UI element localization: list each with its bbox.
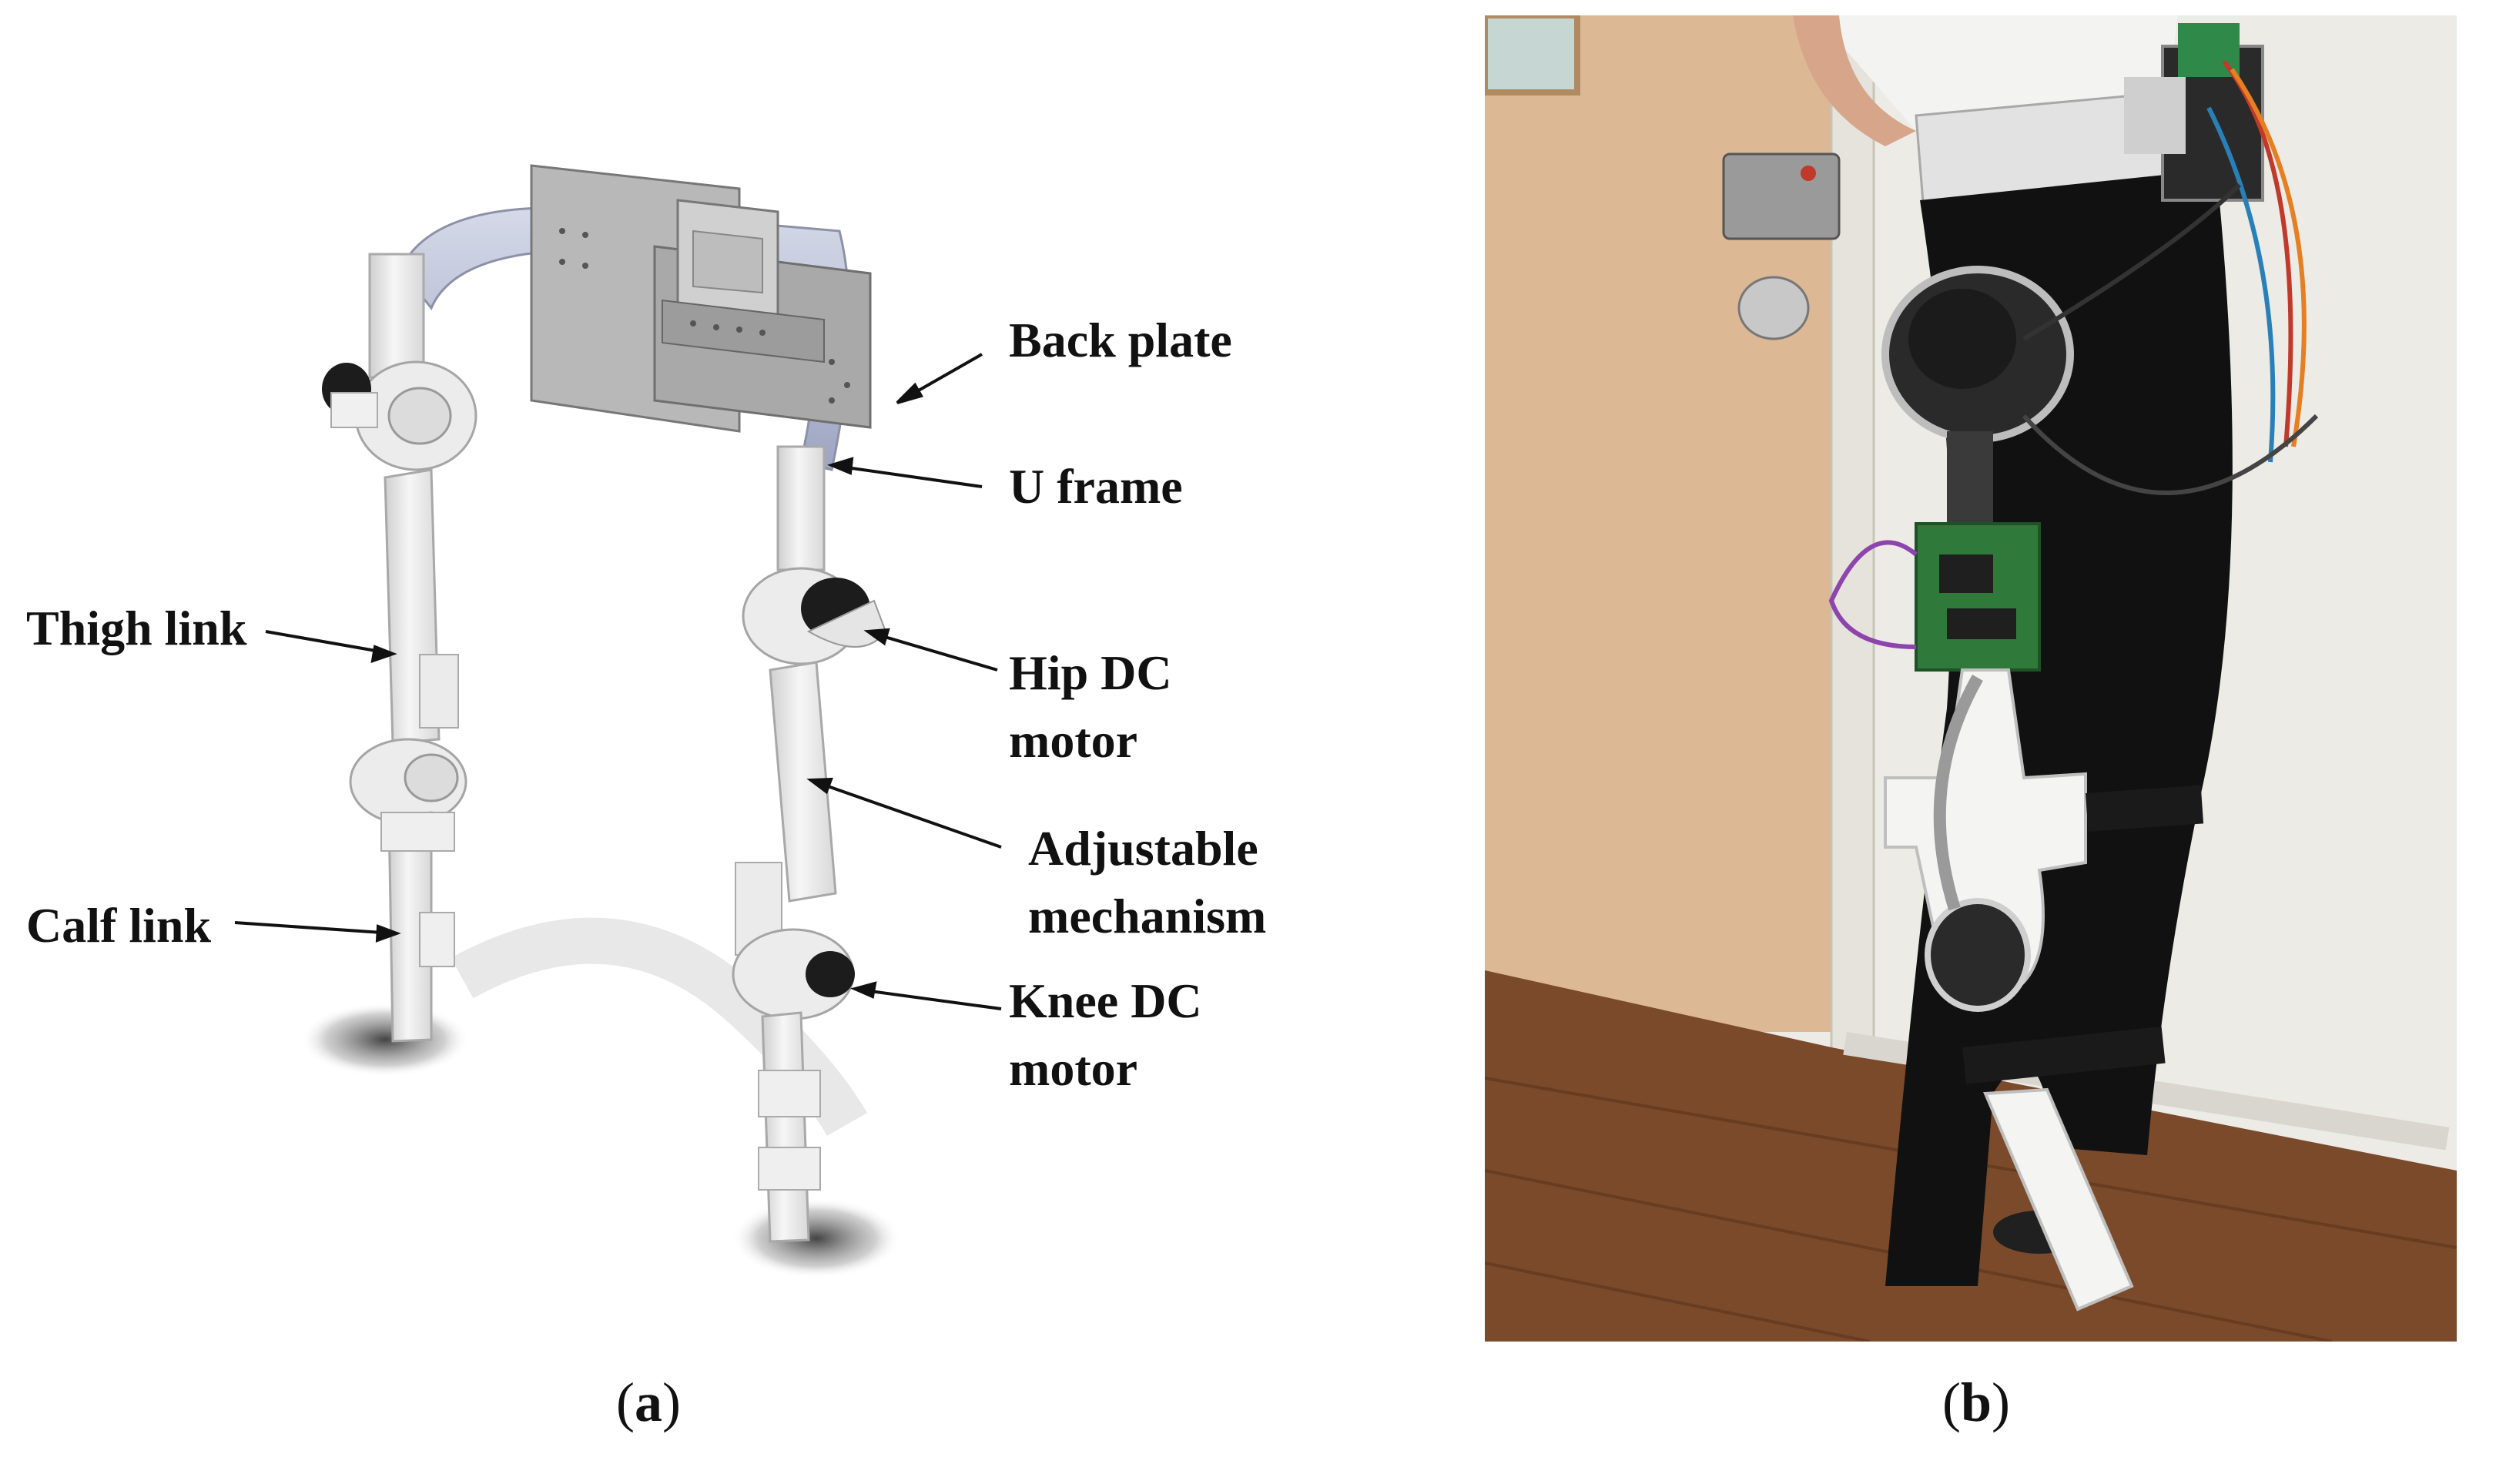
photo-panel — [1485, 15, 2457, 1342]
photo-controller — [2124, 23, 2264, 202]
label-u-frame: U frame — [1009, 459, 1183, 514]
cad-rendering-panel: Back plate U frame Thigh link Hip DC mot… — [26, 164, 1267, 1278]
left-knee-joint — [349, 738, 467, 826]
calf-strap — [1962, 1026, 2166, 1084]
u-frame-band — [399, 206, 851, 471]
right-calf-link — [761, 1011, 810, 1243]
label-thigh-link: Thigh link — [26, 601, 247, 655]
right-knee-motor — [732, 928, 855, 1020]
label-adjustable-line2: mechanism — [1028, 889, 1267, 943]
label-hip-dc-motor-line2: motor — [1009, 713, 1138, 768]
caption-a: (a) — [616, 1372, 681, 1433]
label-knee-dc-motor-line1: Knee DC — [1009, 973, 1202, 1028]
caption-b: (b) — [1942, 1372, 2011, 1433]
back-plate-assembly — [530, 164, 872, 433]
label-adjustable-line1: Adjustable — [1028, 821, 1258, 876]
label-hip-dc-motor-line1: Hip DC — [1009, 645, 1172, 700]
label-knee-dc-motor-line2: motor — [1009, 1041, 1138, 1096]
right-hip-motor — [742, 567, 887, 665]
label-calf-link: Calf link — [26, 898, 212, 953]
photo-pcb — [1915, 522, 2041, 672]
leader-lines — [234, 353, 1002, 1010]
photo-knee-motor — [1925, 898, 2031, 1012]
thigh-strap — [2086, 785, 2204, 832]
worn-exoskeleton-photo — [1485, 15, 2457, 1342]
exoskeleton-cad-drawing — [234, 164, 1002, 1278]
left-hip-joint — [322, 253, 477, 471]
right-foot-shadow — [732, 1198, 901, 1278]
photo-shin-plate — [1983, 1087, 2134, 1311]
left-foot-shadow — [300, 1003, 470, 1077]
right-thigh-link — [769, 661, 837, 903]
label-back-plate: Back plate — [1009, 313, 1232, 367]
door-knob — [1737, 276, 1810, 340]
lock — [1722, 152, 1841, 240]
right-upper-link — [776, 445, 826, 571]
arm — [1793, 15, 1916, 146]
photo-hip-motor — [1881, 266, 2074, 443]
